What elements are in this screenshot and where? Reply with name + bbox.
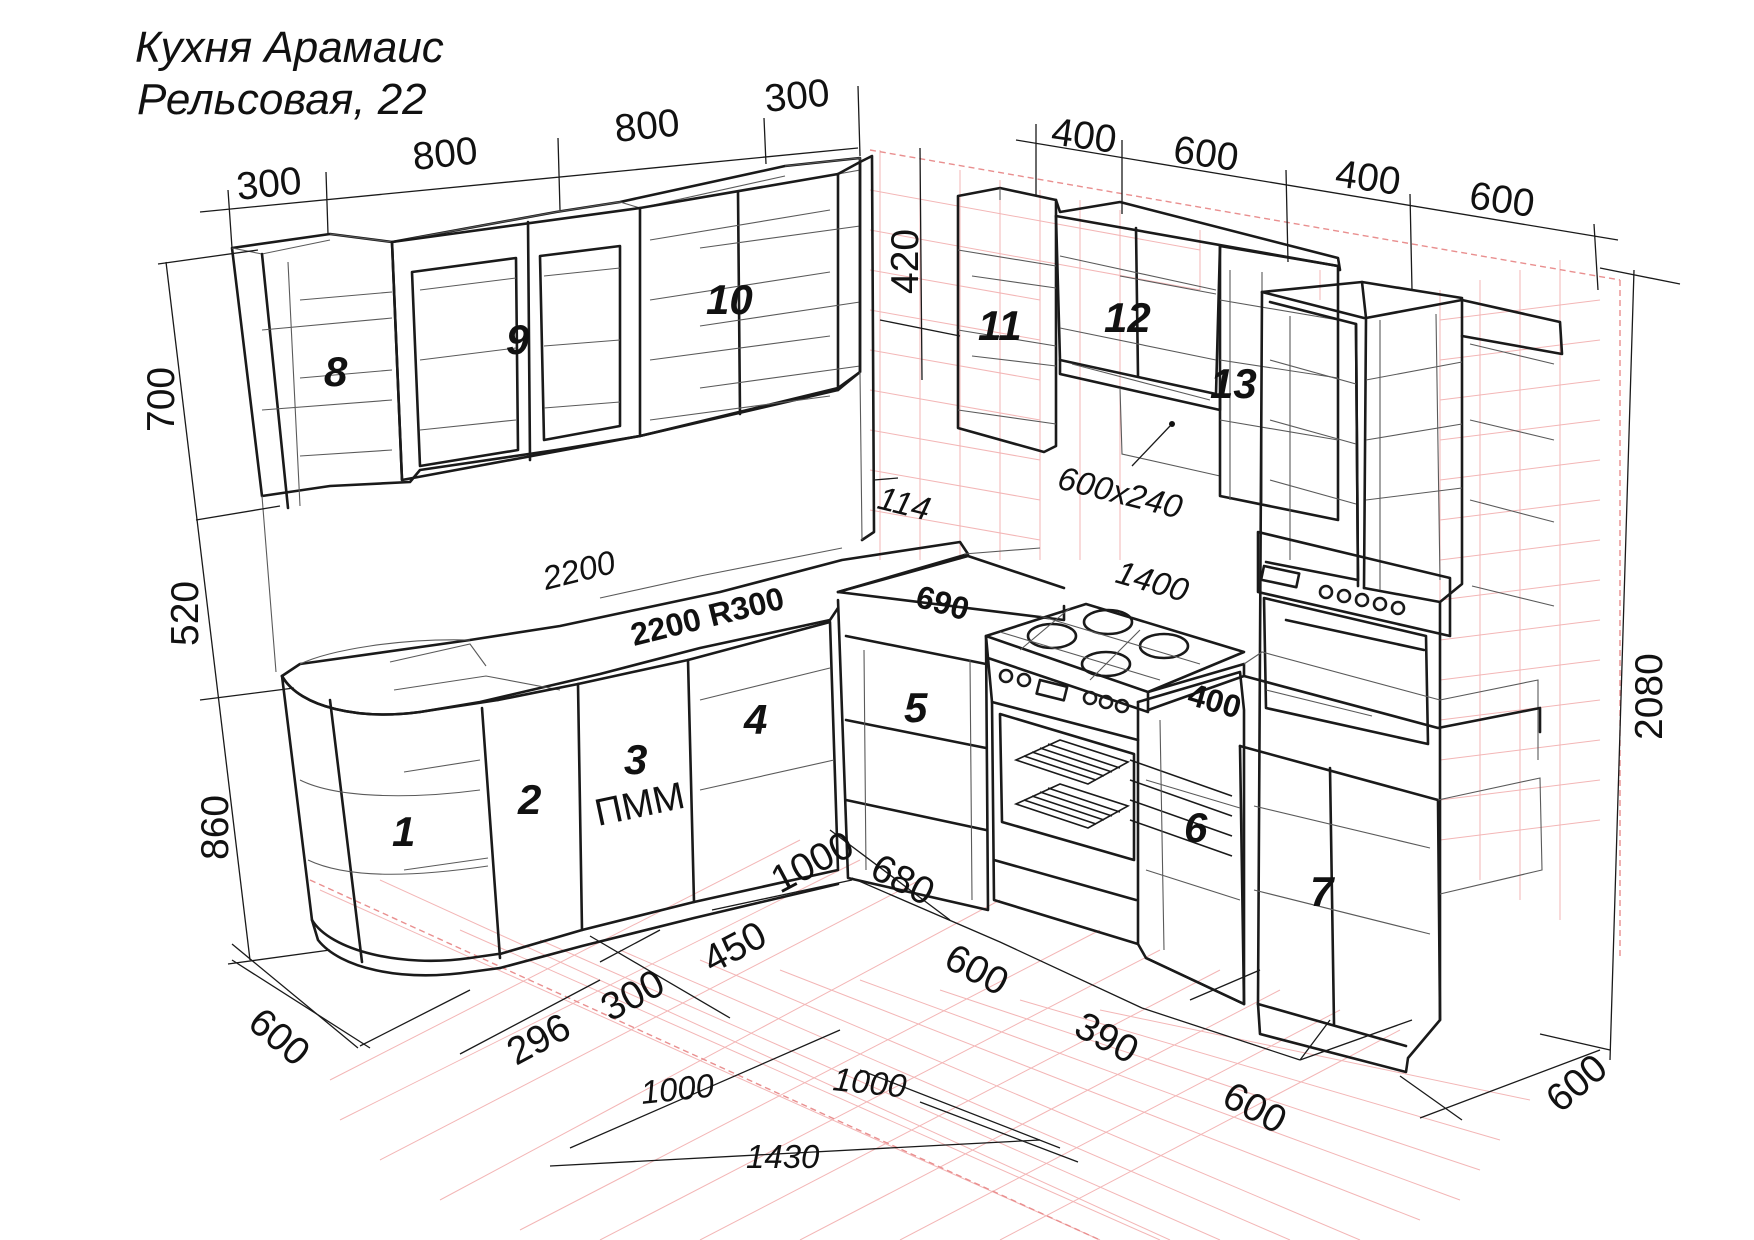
title-line-1: Кухня Арамаис xyxy=(135,23,444,72)
module-numbers: 1 2 3 ПММ 4 5 6 7 8 9 10 11 12 13 xyxy=(324,276,1335,915)
dim-worktop-2200: 2200 xyxy=(538,543,620,597)
dim-worktop-400: 400 xyxy=(1184,676,1245,725)
dim-worktop-1400: 1400 xyxy=(1112,553,1193,609)
module-3-label: 3 xyxy=(624,736,647,783)
module-11-label: 11 xyxy=(978,302,1022,349)
module-7-label: 7 xyxy=(1310,868,1335,915)
dim-floor-600-left: 600 xyxy=(240,1000,317,1075)
dim-hood-niche: 600x240 xyxy=(1054,459,1186,526)
base-cabinets-left xyxy=(280,540,970,977)
dim-top-400-a: 400 xyxy=(1049,110,1119,162)
left-wall-column xyxy=(261,154,876,673)
module-2-label: 2 xyxy=(517,776,541,823)
dim-top-600-a: 600 xyxy=(1171,128,1241,180)
dim-top-800-b: 800 xyxy=(612,101,681,151)
gas-stove xyxy=(984,602,1246,946)
module-3-dishwasher-note: ПММ xyxy=(591,775,688,835)
dim-floor-600-mid: 600 xyxy=(938,936,1016,1005)
dim-room-1000-b: 1000 xyxy=(831,1060,909,1105)
dimension-labels: 300 800 800 300 400 600 400 600 700 520 … xyxy=(140,71,1671,1175)
dim-height-2080: 2080 xyxy=(1628,653,1671,740)
module-6-label: 6 xyxy=(1184,804,1208,851)
module-13-label: 13 xyxy=(1210,360,1257,407)
dim-floor-600-right: 600 xyxy=(1216,1074,1294,1143)
dim-top-600-b: 600 xyxy=(1467,174,1537,226)
dim-top-400-b: 400 xyxy=(1333,152,1403,204)
dim-gap-114: 114 xyxy=(874,479,934,528)
dim-height-700: 700 xyxy=(140,367,183,432)
upper-cabinets-right xyxy=(956,186,1342,522)
dim-floor-600-corner: 600 xyxy=(1538,1046,1615,1121)
dim-room-1000-a: 1000 xyxy=(639,1066,717,1111)
upper-cabinets-left xyxy=(230,156,862,510)
oven-knobs xyxy=(1259,564,1406,616)
module-10-label: 10 xyxy=(706,276,753,323)
title-block: Кухня Арамаис Рельсовая, 22 xyxy=(135,23,444,124)
dimension-lines xyxy=(157,85,1681,1167)
module-4-label: 4 xyxy=(743,696,767,743)
dim-floor-450: 450 xyxy=(696,913,774,982)
dim-top-300-left: 300 xyxy=(234,159,303,209)
dim-floor-300: 300 xyxy=(594,961,672,1030)
base-cabinets-right xyxy=(836,547,1542,1006)
module-9-label: 9 xyxy=(506,316,530,363)
dim-worktop-690: 690 xyxy=(912,578,973,627)
dim-height-420: 420 xyxy=(884,229,927,294)
dim-height-860: 860 xyxy=(194,795,237,860)
dim-height-520: 520 xyxy=(164,581,207,646)
dim-top-800-a: 800 xyxy=(410,129,479,179)
dim-top-300-right: 300 xyxy=(762,71,831,121)
title-line-2: Рельсовая, 22 xyxy=(137,75,427,124)
module-8-label: 8 xyxy=(324,348,348,395)
dim-worktop-2200-r300: 2200 R300 xyxy=(627,580,788,653)
oven-rack xyxy=(1013,739,1233,857)
wall-floor-grid xyxy=(309,149,1621,1240)
tall-tower xyxy=(1238,280,1564,1074)
module-5-label: 5 xyxy=(904,684,928,731)
module-12-label: 12 xyxy=(1104,294,1151,341)
dim-room-1430: 1430 xyxy=(746,1138,820,1175)
module-1-label: 1 xyxy=(392,808,415,855)
